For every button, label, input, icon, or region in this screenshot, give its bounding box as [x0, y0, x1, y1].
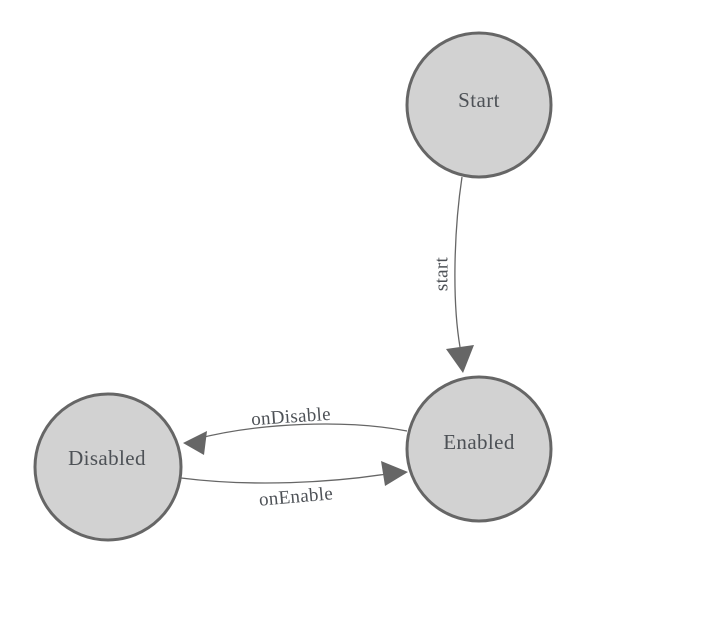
state-node-enabled[interactable] — [405, 375, 553, 523]
arrowhead-ondisable-edge — [183, 431, 207, 455]
transition-edge-ondisable — [195, 423, 408, 440]
state-node-label-enabled: Enabled — [443, 430, 515, 454]
arrowhead-onenable-edge — [381, 461, 408, 486]
transition-edge-onenable — [180, 472, 394, 484]
transition-label-onenable: onEnable — [258, 483, 334, 510]
transition-label-ondisable: onDisable — [250, 404, 331, 431]
state-node-label-disabled: Disabled — [68, 446, 146, 470]
transition-edge-start — [454, 176, 463, 348]
arrowhead-start-edge — [446, 345, 474, 373]
state-node-disabled[interactable] — [33, 392, 183, 542]
state-node-label-start: Start — [458, 88, 500, 112]
transition-label-start: start — [432, 256, 453, 291]
state-node-start[interactable] — [405, 31, 553, 179]
